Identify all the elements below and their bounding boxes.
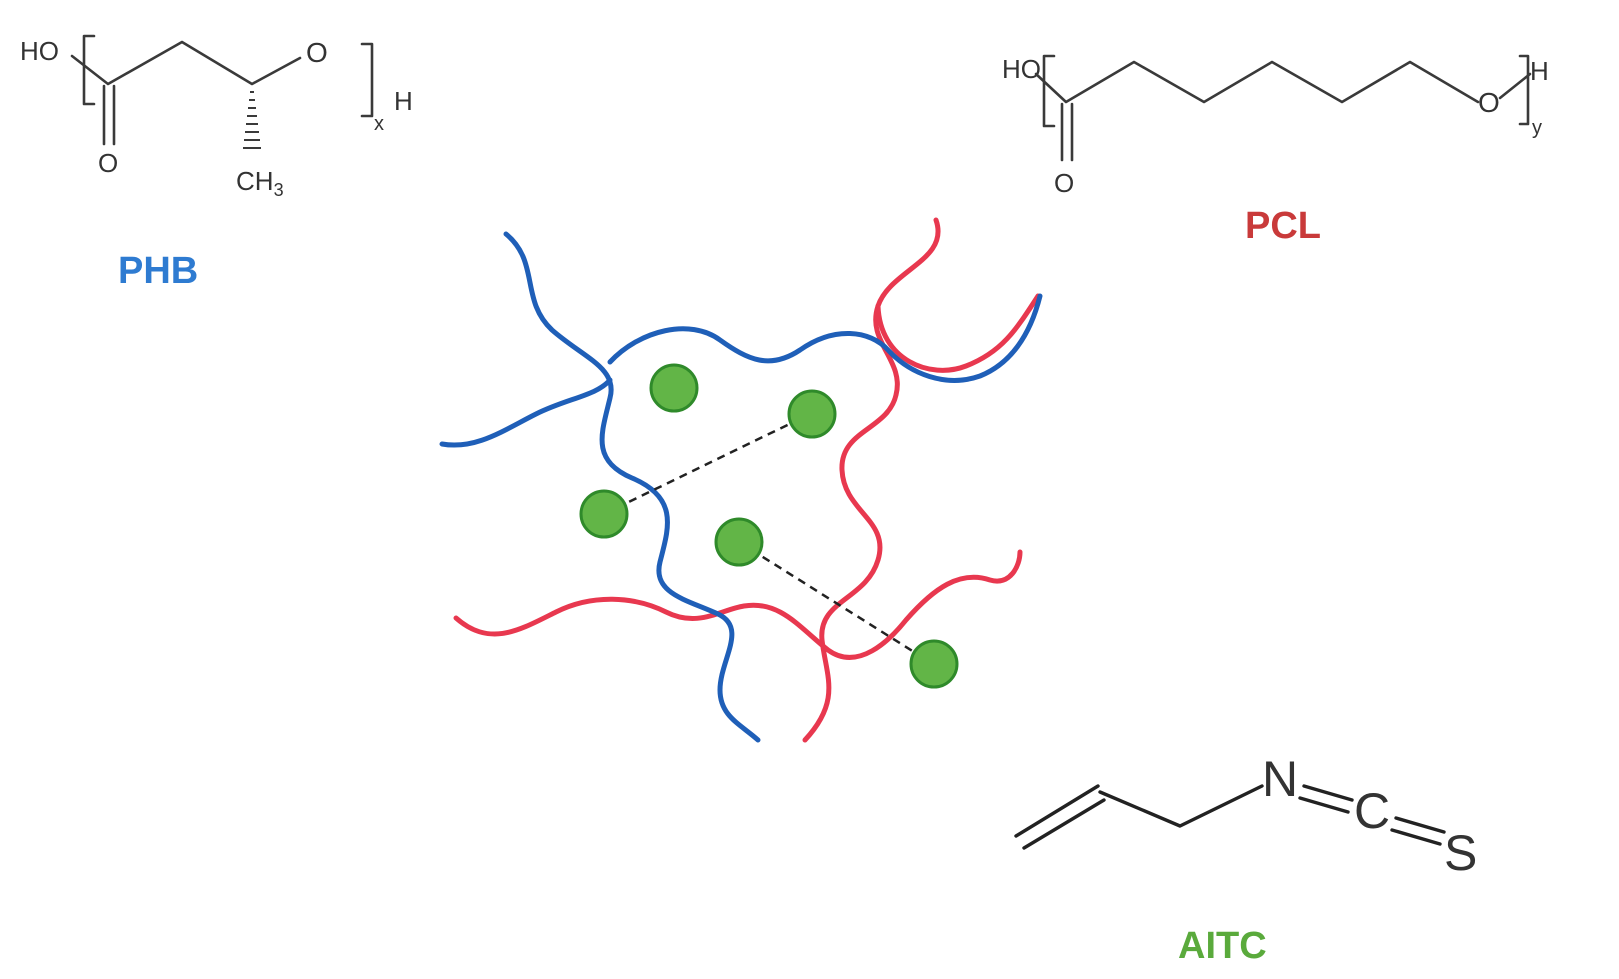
interaction-line-2 [738, 540, 931, 664]
phb-right-bracket [360, 42, 374, 118]
phb-chain-oxygen: O [306, 37, 328, 68]
pcl-left-bracket [1042, 54, 1056, 128]
aitc-cs-bond-1 [1394, 816, 1446, 834]
phb-chain-left-vertical [503, 231, 761, 743]
phb-chain-top [607, 293, 1043, 383]
phb-label: PHB [118, 250, 198, 292]
aitc-particle [714, 517, 764, 567]
aitc-cs-bond-2 [1390, 828, 1442, 846]
aitc-nc-bond-2 [1298, 796, 1350, 814]
pcl-right-bracket [1518, 54, 1530, 126]
pcl-backbone [1034, 60, 1480, 104]
pcl-terminal-ho: HO [1002, 54, 1041, 84]
phb-backbone [70, 40, 302, 86]
aitc-nc-bond-1 [1302, 784, 1354, 802]
phb-structure: HO O CH3 O x H [20, 34, 413, 200]
aitc-label: AITC [1178, 925, 1267, 967]
aitc-sulfur: S [1444, 825, 1477, 881]
pcl-chain-top-right [875, 293, 1041, 373]
aitc-particle [787, 389, 837, 439]
aitc-structure: N C S [1014, 751, 1477, 881]
phb-repeat-x: x [374, 113, 384, 135]
phb-left-bracket [82, 34, 96, 106]
phb-carbonyl-oxygen: O [98, 148, 118, 178]
pcl-chain-oxygen: O [1478, 87, 1500, 118]
phb-terminal-ho: HO [20, 36, 59, 66]
aitc-chain [1098, 784, 1264, 828]
aitc-vinyl-bond-1 [1014, 784, 1100, 838]
aitc-particle [909, 639, 959, 689]
aitc-particle [579, 489, 629, 539]
pcl-label: PCL [1245, 205, 1321, 247]
pcl-chain-bottom [453, 549, 1023, 660]
pcl-end-bond [1498, 72, 1532, 100]
aitc-vinyl-bond-2 [1022, 798, 1106, 850]
phb-methyl: CH3 [236, 166, 284, 200]
pcl-carbonyl-oxygen: O [1054, 168, 1074, 198]
aitc-particles [579, 363, 959, 689]
pcl-terminal-h: H [1530, 56, 1549, 86]
interaction-lines [603, 414, 931, 664]
polymer-network [439, 217, 1043, 743]
phb-chain-left-arm [439, 377, 613, 448]
phb-terminal-h: H [394, 86, 413, 116]
aitc-carbon: C [1354, 783, 1390, 839]
interaction-line-1 [603, 414, 807, 516]
pcl-repeat-y: y [1532, 117, 1542, 139]
aitc-nitrogen: N [1262, 751, 1298, 807]
aitc-particle [649, 363, 699, 413]
phb-hashed-wedge [243, 91, 261, 149]
pcl-structure: HO O O H y [1002, 54, 1549, 198]
